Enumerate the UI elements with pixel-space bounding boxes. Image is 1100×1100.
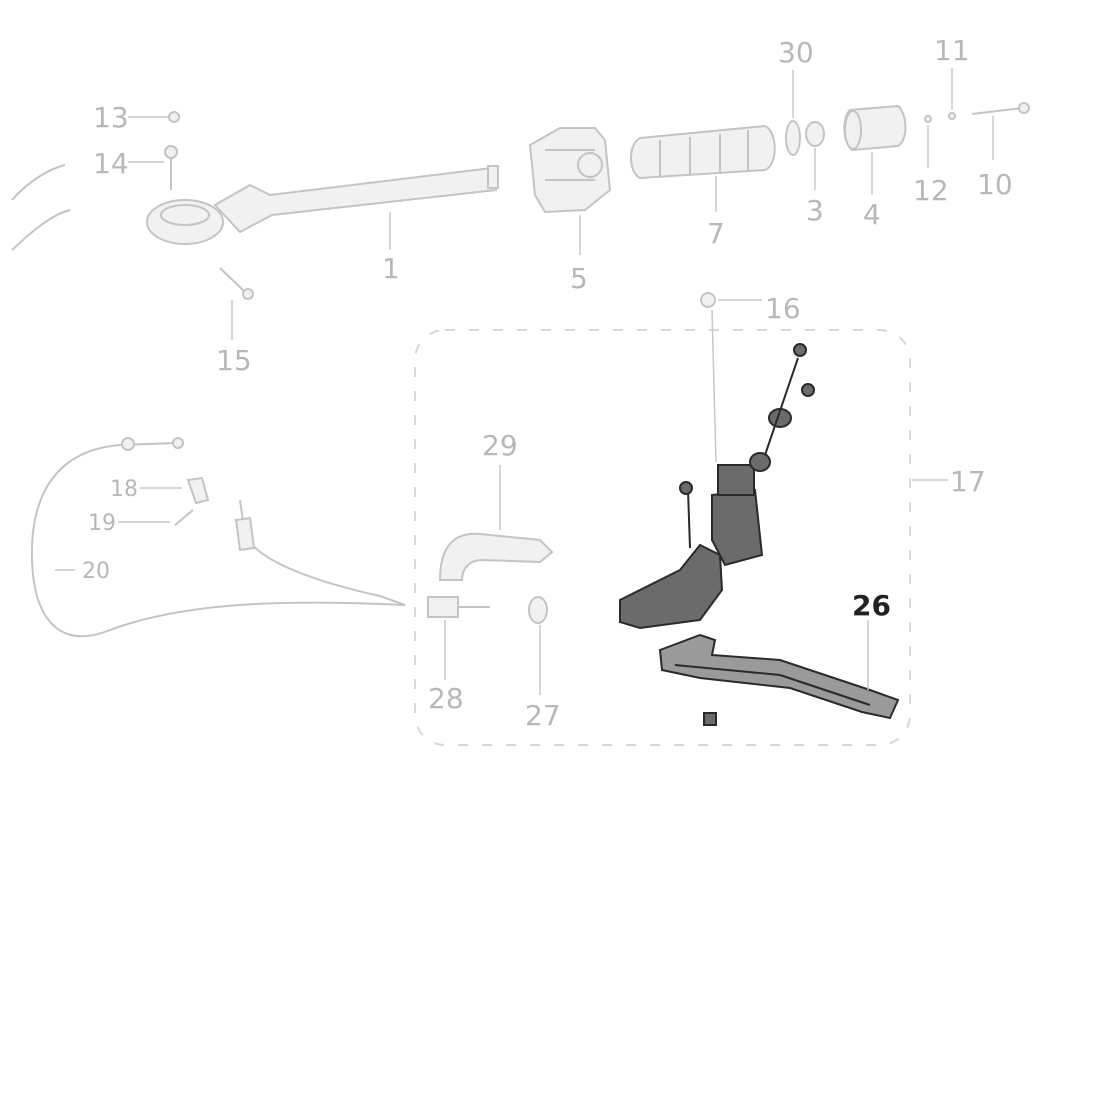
callout-12: 12 xyxy=(913,174,949,207)
cable-end-upper xyxy=(11,164,66,201)
callout-30: 30 xyxy=(778,36,814,69)
lever-nut xyxy=(703,712,717,726)
clutch-cable-part-20 xyxy=(30,437,406,638)
bar-end-part-4 xyxy=(843,104,907,152)
washer-part-11 xyxy=(948,112,956,120)
adjuster-part-28 xyxy=(427,596,490,618)
spacer-part-3 xyxy=(805,121,825,147)
callout-18: 18 xyxy=(110,477,138,502)
bushing-part-27 xyxy=(528,596,548,624)
ball-part-16 xyxy=(700,292,716,308)
reservoir-cap-stack xyxy=(749,343,815,472)
nut-part-13 xyxy=(168,111,180,123)
bolt-part-14 xyxy=(164,145,178,190)
handlebar-tube-part-1 xyxy=(146,165,499,245)
callout-1: 1 xyxy=(382,252,400,285)
callout-29: 29 xyxy=(482,429,518,462)
callout-27: 27 xyxy=(525,699,561,732)
switch-housing-part-5 xyxy=(528,127,612,214)
callout-10: 10 xyxy=(977,168,1013,201)
leader-16-down xyxy=(711,309,717,463)
callout-15: 15 xyxy=(216,344,252,377)
callout-5: 5 xyxy=(570,262,588,295)
callout-13: 13 xyxy=(93,101,129,134)
pin-part-18 xyxy=(186,476,210,505)
callout-16: 16 xyxy=(765,292,801,325)
cable-end-lower xyxy=(11,209,71,251)
callout-4: 4 xyxy=(863,198,881,231)
bolt-part-10 xyxy=(971,102,1030,115)
callout-26: 26 xyxy=(852,589,891,622)
callout-11: 11 xyxy=(934,34,970,67)
screw-part-15 xyxy=(219,267,254,300)
callout-3: 3 xyxy=(806,194,824,227)
grip-part-7 xyxy=(630,124,776,180)
callout-14: 14 xyxy=(93,147,129,180)
bolt-part-19 xyxy=(174,509,194,526)
callout-20: 20 xyxy=(82,559,110,584)
callout-7: 7 xyxy=(707,217,725,250)
subassembly-17-outline xyxy=(414,329,911,746)
callout-19: 19 xyxy=(88,511,116,536)
master-cylinder-body xyxy=(619,464,764,630)
brake-lever-part-26 xyxy=(658,633,900,720)
washer-part-12 xyxy=(924,115,932,123)
washer-part-30 xyxy=(785,120,801,156)
hose-fitting-part-29 xyxy=(438,532,554,581)
callout-28: 28 xyxy=(428,682,464,715)
callout-17: 17 xyxy=(950,465,986,498)
